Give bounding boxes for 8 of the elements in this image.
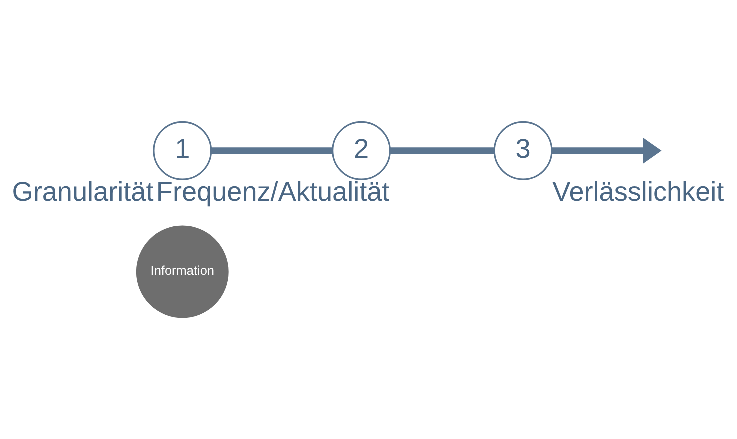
node-circle: 3 xyxy=(494,120,553,180)
node-label: Granularität xyxy=(12,176,154,207)
node-circle: 1 xyxy=(153,120,212,180)
node-label: Verlässlichkeit xyxy=(552,176,724,207)
node-circle: 2 xyxy=(332,120,392,180)
connector xyxy=(390,147,494,154)
node-circle: Information xyxy=(136,225,229,318)
connector xyxy=(212,147,333,154)
